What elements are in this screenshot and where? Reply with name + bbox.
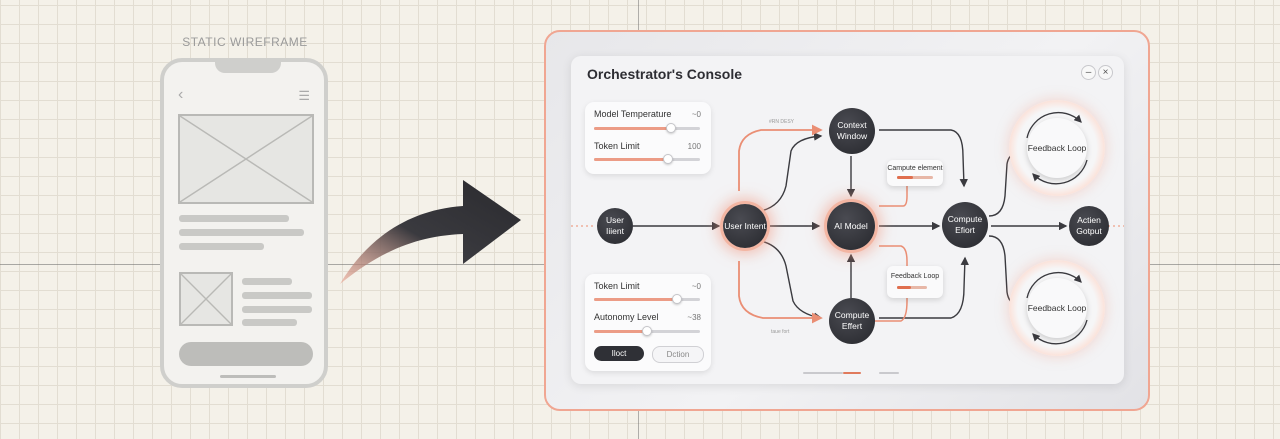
feedback-loop-ring: Feedback Loop (1009, 260, 1105, 356)
feedback-loop-card[interactable]: Feedback Loop (887, 266, 943, 298)
slider-handle[interactable] (666, 123, 677, 133)
flow-annotation: #RN DESY (769, 119, 795, 125)
scroll-indicator (879, 372, 899, 374)
slider-fill (594, 330, 647, 333)
user-intent-source-node[interactable]: User Iiient (597, 208, 633, 244)
phone-notch (215, 58, 281, 73)
slider-label: Model Temperature (594, 109, 672, 119)
model-settings-panel: Model Temperature ~0 Token Limit 100 (585, 102, 711, 174)
card-label: Campute element (887, 165, 943, 172)
context-window-node[interactable]: Context Window (829, 108, 875, 154)
text-placeholder-line (242, 306, 312, 313)
chevron-left-icon: ‹ (178, 86, 184, 103)
slider-handle[interactable] (663, 154, 674, 164)
slider-handle[interactable] (671, 294, 682, 304)
scroll-indicator (803, 372, 843, 374)
console-title: Orchestrator's Console (587, 66, 743, 82)
scroll-indicator-active (843, 372, 861, 374)
slider-label: Autonomy Level (594, 312, 659, 322)
feedback-loop-node[interactable]: Feedback Loop (1027, 118, 1087, 178)
secondary-button[interactable]: Dction (652, 346, 704, 363)
compute-effort-node[interactable]: Compute Effert (829, 298, 875, 344)
feedback-loop-ring: Feedback Loop (1009, 100, 1105, 196)
slider-fill (594, 127, 672, 130)
slider-handle[interactable] (642, 326, 652, 336)
slider-fill (594, 158, 669, 161)
token-limit-slider[interactable] (594, 294, 700, 304)
slider-value: ~0 (691, 282, 701, 291)
ai-model-node[interactable]: AI Model (827, 202, 875, 250)
wireframe-title: STATIC WIREFRAME (182, 35, 308, 49)
token-limit-slider[interactable] (594, 154, 700, 164)
card-label: Feedback Loop (890, 273, 940, 280)
hamburger-icon: ☰ (298, 88, 310, 103)
slider-value: 100 (687, 142, 701, 151)
text-placeholder-line (179, 215, 289, 222)
flow-annotation: taue fort (771, 329, 790, 335)
slider-label: Token Limit (594, 281, 640, 291)
home-indicator (220, 375, 276, 378)
primary-button[interactable]: Iloct (594, 346, 644, 361)
card-progress-bar (897, 176, 933, 179)
text-placeholder-line (242, 278, 292, 285)
feedback-loop-node[interactable]: Feedback Loop (1027, 278, 1087, 338)
close-icon[interactable]: × (1098, 65, 1113, 80)
orchestrator-console-window: Orchestrator's Console – × (571, 56, 1124, 384)
loop-arrows-icon (1026, 272, 1088, 345)
minimize-icon[interactable]: – (1081, 65, 1096, 80)
image-placeholder-small (179, 272, 233, 326)
text-placeholder-line (242, 319, 297, 326)
slider-value: ~38 (687, 313, 701, 322)
text-placeholder-line (242, 292, 312, 299)
compute-effort-node[interactable]: Compute Efiort (942, 202, 988, 248)
action-output-node[interactable]: Actien Gotput (1069, 206, 1109, 246)
text-placeholder-line (179, 229, 304, 236)
autonomy-level-slider[interactable] (594, 326, 700, 336)
model-temperature-slider[interactable] (594, 123, 700, 133)
slider-fill (594, 298, 677, 301)
image-placeholder-large (178, 114, 314, 204)
loop-arrows-icon (1026, 112, 1088, 185)
wireframe-phone: ‹ ☰ (160, 58, 328, 388)
text-placeholder-line (179, 243, 264, 250)
button-placeholder (179, 342, 313, 366)
autonomy-settings-panel: Token Limit ~0 Autonomy Level ~38 Iloct … (585, 274, 711, 371)
card-progress-bar (897, 286, 927, 289)
transition-arrow-icon (340, 180, 521, 284)
slider-label: Token Limit (594, 141, 640, 151)
slider-value: ~0 (691, 110, 701, 119)
user-intent-node[interactable]: User Intent (723, 204, 767, 248)
compute-element-card[interactable]: Campute element (887, 160, 943, 186)
